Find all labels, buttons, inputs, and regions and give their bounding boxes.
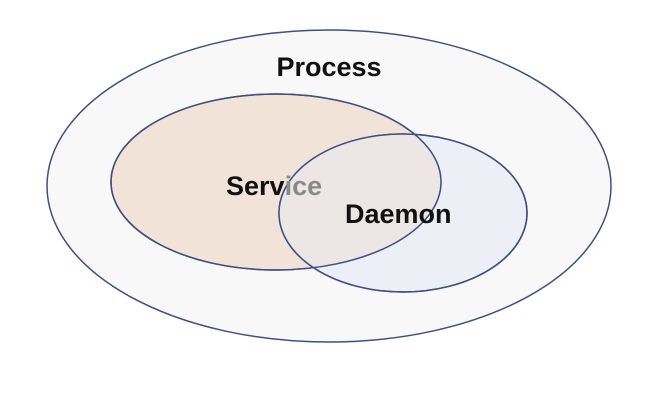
daemon-label: Daemon [345, 199, 452, 229]
process-label: Process [276, 52, 381, 82]
service-label: Service [226, 171, 322, 201]
service-label-part2: ice [285, 171, 323, 201]
service-ellipse-border [110, 93, 442, 271]
service-label-part1: Serv [226, 171, 285, 201]
daemon-ellipse-border [278, 133, 528, 293]
overlap-region [279, 134, 441, 270]
